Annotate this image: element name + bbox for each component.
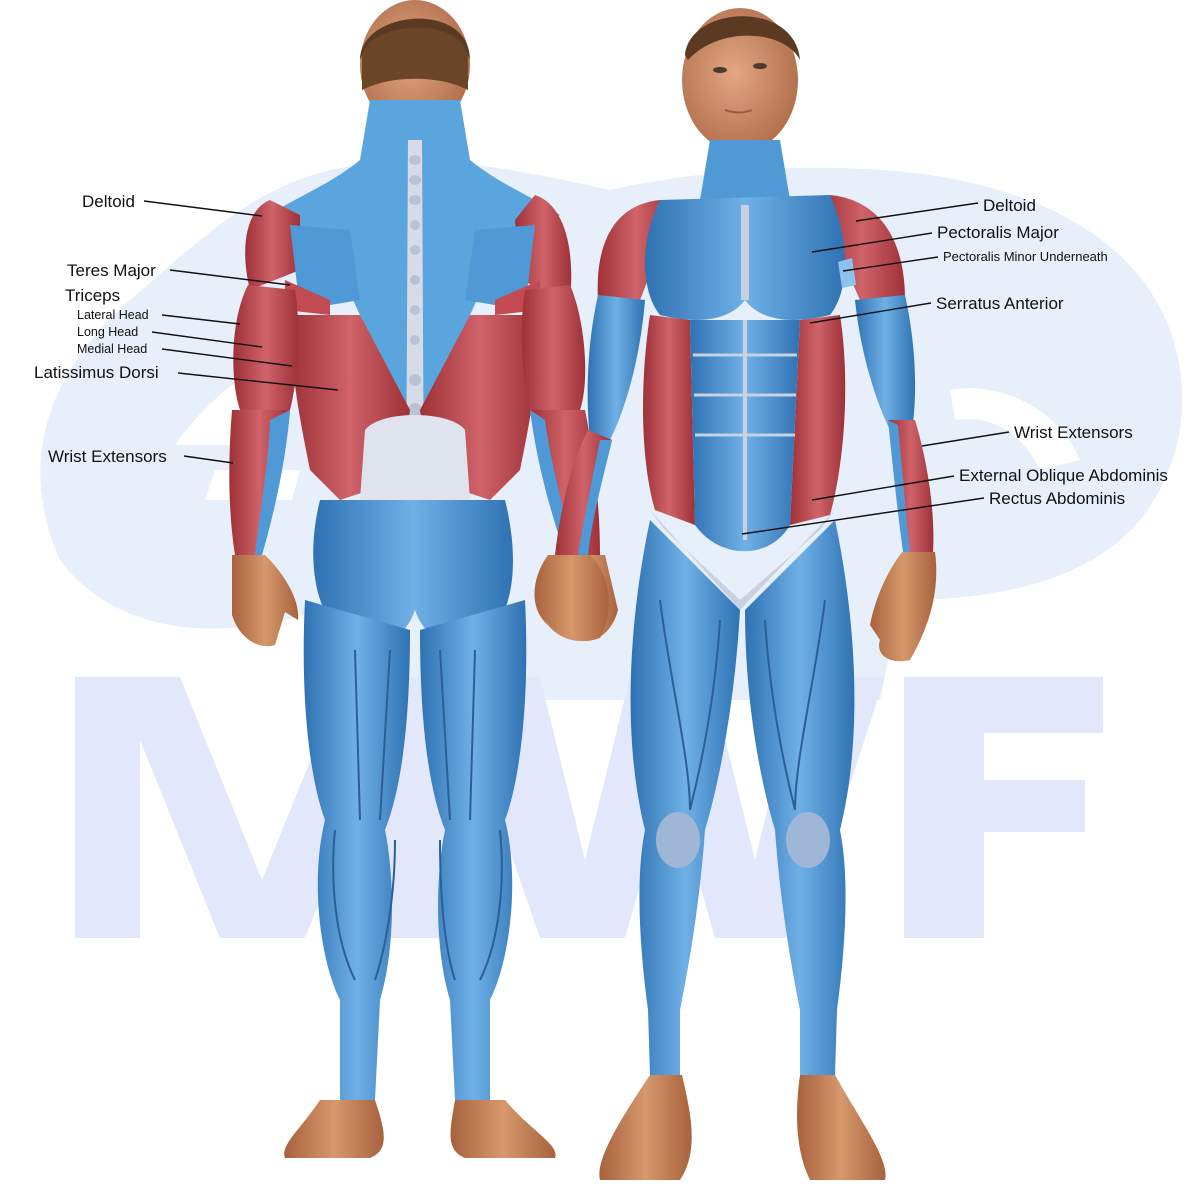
front-foot-right bbox=[797, 1075, 886, 1180]
figure-front-view bbox=[534, 8, 937, 1180]
label-front-deltoid: Deltoid bbox=[983, 196, 1036, 215]
front-head bbox=[682, 8, 798, 152]
front-arm-right bbox=[855, 295, 916, 430]
front-hand-left bbox=[534, 555, 609, 642]
back-hand-left bbox=[232, 555, 299, 647]
front-leg-right bbox=[745, 520, 855, 1075]
label-back-deltoid: Deltoid bbox=[82, 192, 135, 211]
label-front-serratus-anterior: Serratus Anterior bbox=[936, 294, 1064, 313]
label-back-latissimus-dorsi: Latissimus Dorsi bbox=[34, 363, 159, 382]
label-back-wrist-extensors: Wrist Extensors bbox=[48, 447, 167, 466]
front-knee-left bbox=[656, 812, 700, 868]
front-neck bbox=[700, 140, 790, 200]
front-serratus-obliques-right bbox=[790, 315, 846, 525]
back-hair-icon bbox=[360, 18, 470, 60]
watermark-letter-f bbox=[904, 677, 1103, 938]
back-deltoid-left bbox=[245, 200, 300, 290]
label-front-wrist-extensors: Wrist Extensors bbox=[1014, 423, 1133, 442]
back-foot-right bbox=[450, 1100, 556, 1158]
figure-back-view bbox=[229, 0, 618, 1158]
back-triceps-right bbox=[521, 285, 586, 410]
label-back-triceps: Triceps bbox=[65, 286, 121, 305]
front-arm-left bbox=[587, 295, 645, 440]
label-front-rectus-abdominis: Rectus Abdominis bbox=[989, 489, 1126, 508]
label-back-triceps-medial-head: Medial Head bbox=[77, 342, 148, 356]
front-leg-left bbox=[630, 520, 740, 1075]
front-serratus-obliques-left bbox=[643, 315, 695, 525]
label-back-triceps-long-head: Long Head bbox=[77, 325, 139, 339]
label-front-pectoralis-major: Pectoralis Major bbox=[937, 223, 1059, 242]
front-foot-left bbox=[599, 1075, 692, 1180]
label-front-pectoralis-minor: Pectoralis Minor Underneath bbox=[943, 249, 1108, 264]
front-hair-icon bbox=[685, 16, 800, 60]
front-knee-right bbox=[786, 812, 830, 868]
label-front-external-oblique: External Oblique Abdominis bbox=[959, 466, 1168, 485]
back-triceps-left bbox=[233, 285, 299, 410]
front-hand-right bbox=[870, 552, 937, 662]
watermark-letter-w bbox=[450, 677, 885, 938]
back-leg-left bbox=[303, 600, 410, 1100]
back-leg-right bbox=[420, 600, 527, 1100]
label-back-triceps-lateral-head: Lateral Head bbox=[77, 308, 149, 322]
back-foot-left bbox=[284, 1100, 384, 1158]
back-glutes bbox=[313, 500, 513, 644]
label-back-teres-major: Teres Major bbox=[67, 261, 156, 280]
